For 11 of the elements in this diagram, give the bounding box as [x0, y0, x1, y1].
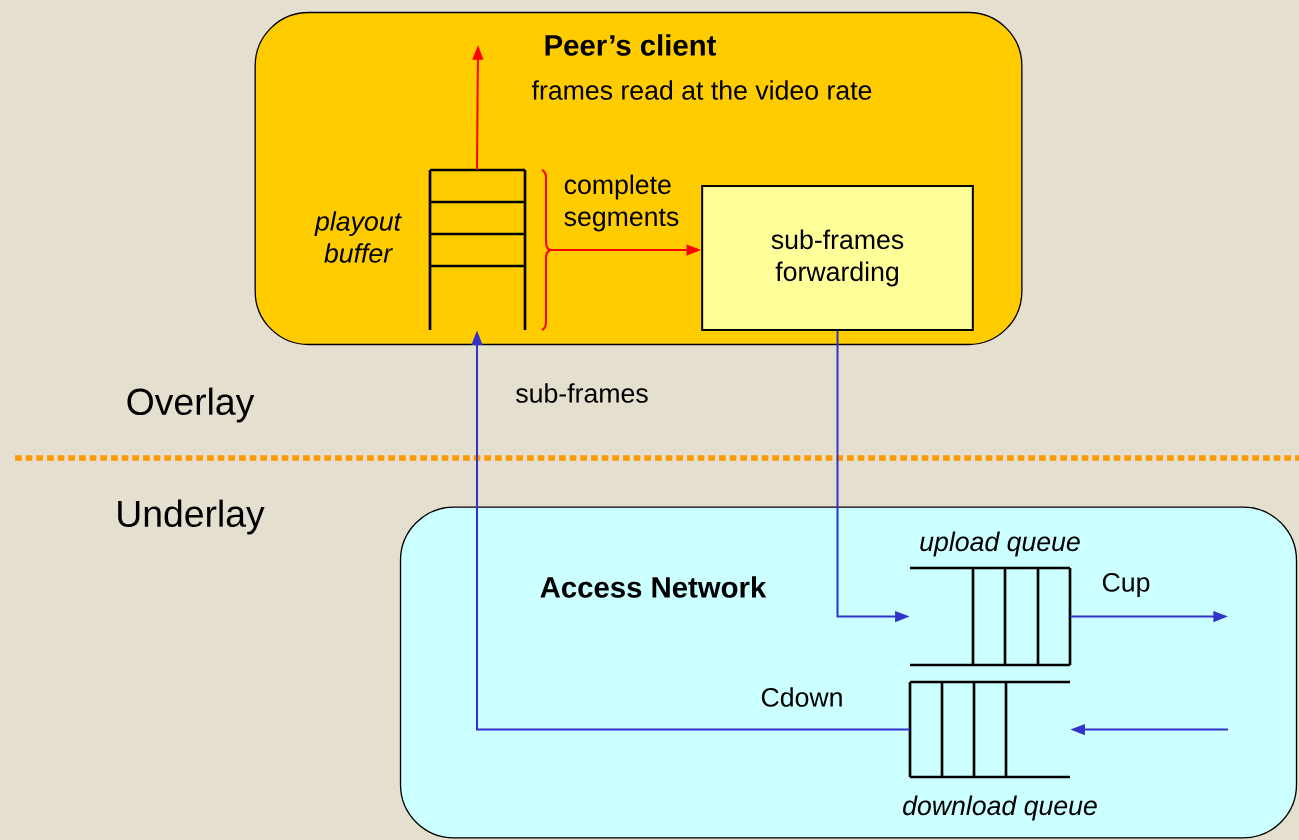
- layer-label: Overlay: [127, 387, 255, 423]
- process-box: sub-frames forwarding: [701, 185, 974, 331]
- queue-drawing: download queue: [903, 680, 1097, 821]
- edge-label: complete segments: [564, 174, 679, 232]
- edge-label: Cup: [1102, 572, 1150, 598]
- layer-label: Underlay: [118, 499, 265, 535]
- edge-label: frames read at the video rate: [531, 80, 872, 100]
- playout-buffer-drawing: playout buffer: [314, 168, 527, 332]
- edge-label: Cdown: [761, 687, 842, 707]
- flow-label: sub-frames: [516, 383, 648, 403]
- queue-drawing: upload queue: [908, 531, 1080, 667]
